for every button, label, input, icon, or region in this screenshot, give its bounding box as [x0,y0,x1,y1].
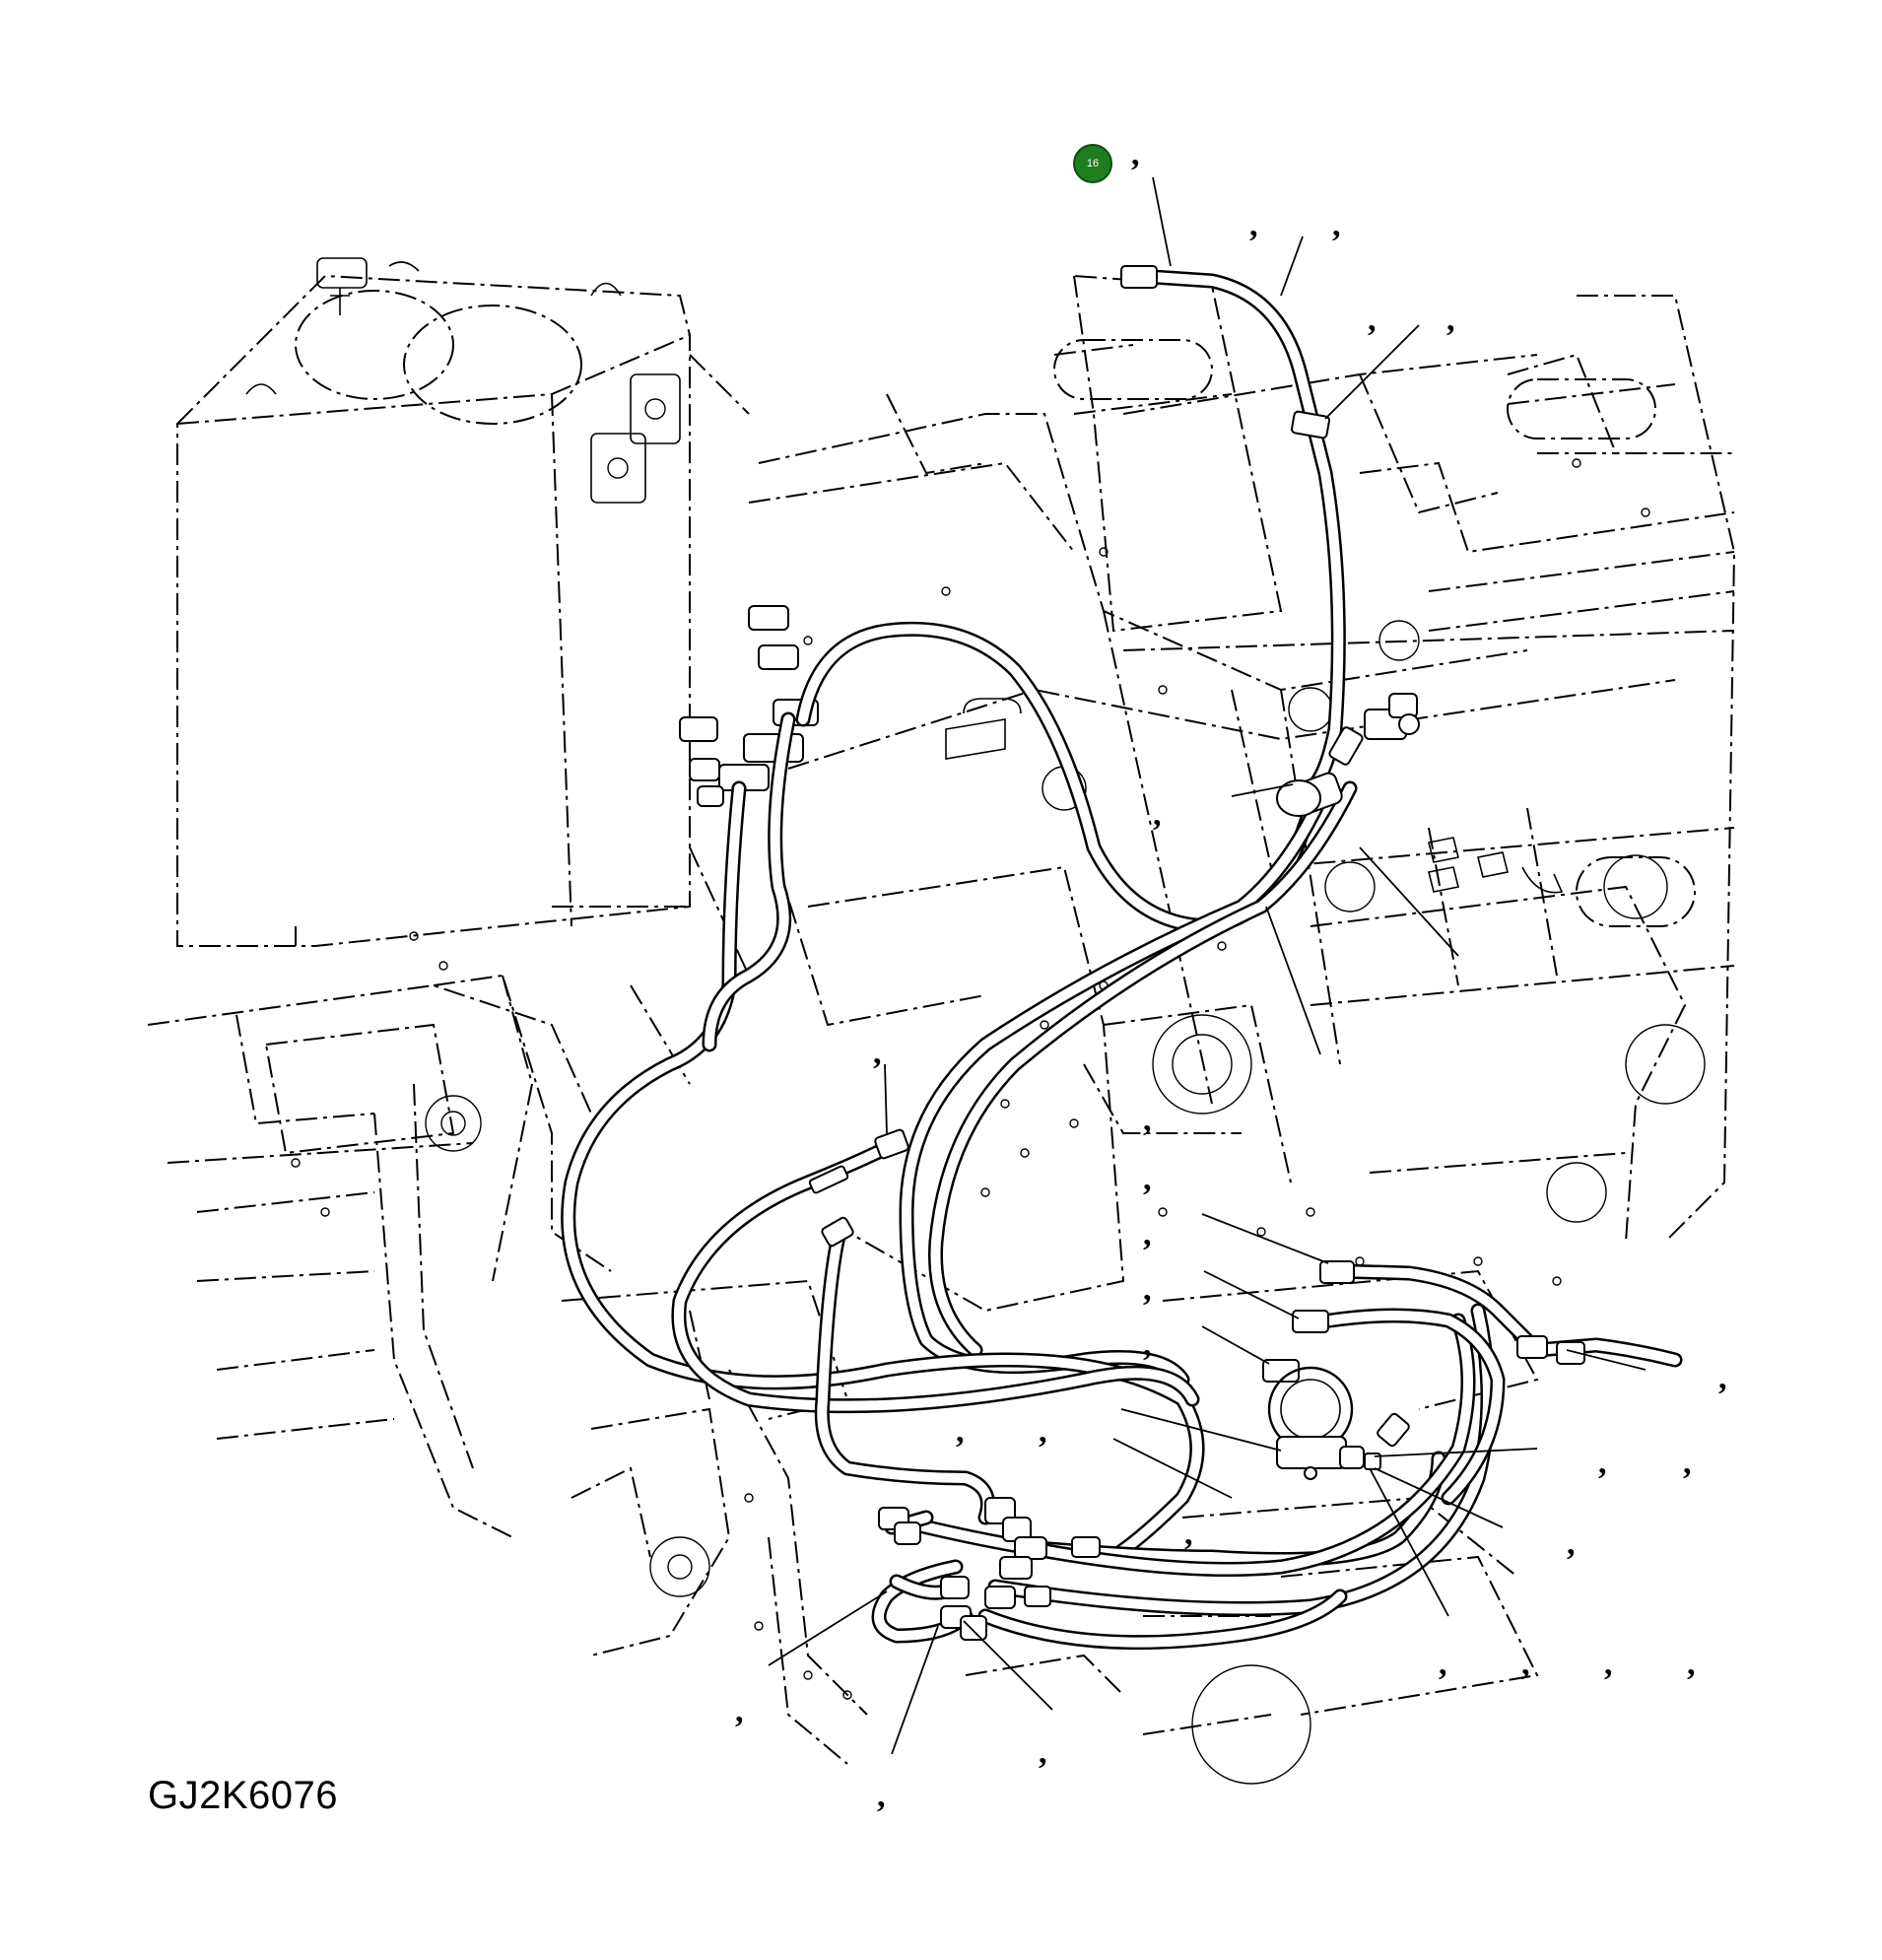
reference-mark: , [877,1778,886,1814]
reference-mark: , [1143,1161,1152,1197]
hydraulic-tank [176,257,750,947]
reference-mark: , [1143,1102,1152,1138]
reference-mark: , [1039,1413,1047,1450]
reference-mark: , [1368,302,1377,338]
reference-mark: , [1521,1646,1530,1682]
callout-badge-16[interactable]: 16 [1073,144,1112,183]
reference-mark: , [1143,1216,1152,1252]
reference-mark: , [1687,1646,1696,1682]
reference-mark: , [1332,207,1341,243]
reference-mark: , [873,1035,882,1071]
reference-mark: , [1143,1271,1152,1308]
reference-mark: , [1184,1516,1193,1552]
reference-mark: , [1439,1646,1447,1682]
machine-frame [147,274,1736,1785]
reference-mark: , [956,1413,965,1450]
pump-unit [1267,1366,1381,1480]
reference-mark: , [1598,1445,1607,1481]
reference-mark: , [735,1693,744,1729]
reference-mark: , [1039,1734,1047,1771]
reference-mark: , [1153,796,1162,833]
tank-port-fittings [679,605,819,807]
reference-mark: , [1143,1326,1152,1363]
leader-lines [768,176,1647,1755]
mounting-holes [291,458,1650,1700]
reference-mark: , [1718,1360,1727,1396]
hydraulic-hoses [561,268,1683,1651]
reference-mark: , [1131,136,1140,172]
hose-fittings [808,265,1585,1641]
reference-mark: , [1249,207,1258,243]
figure-code: GJ2K6076 [148,1774,339,1817]
reference-mark: , [1567,1525,1576,1562]
reference-mark: , [1604,1646,1613,1682]
reference-mark: , [1683,1445,1692,1481]
reference-mark: , [1446,302,1455,338]
